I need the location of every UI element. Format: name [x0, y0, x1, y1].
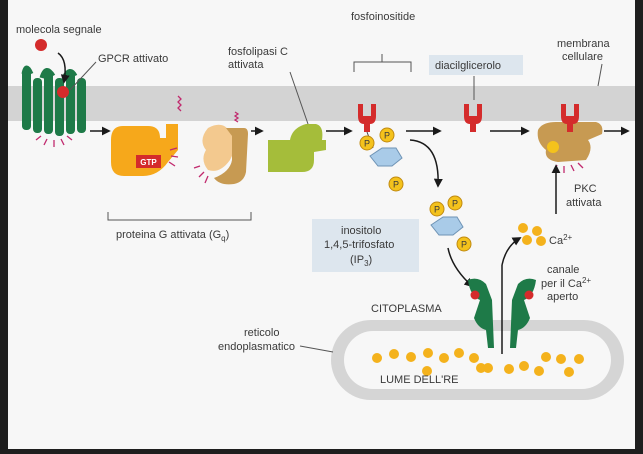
- dag-label-box: [429, 55, 523, 75]
- dag-lipid: [464, 104, 482, 132]
- phosphate-label-3: P: [393, 180, 399, 190]
- label-g-protein: proteina G attivata (Gq): [116, 229, 229, 243]
- arrow-ip3-release: [409, 139, 443, 188]
- phosphate-label-2: P: [384, 131, 390, 141]
- label-er-line1: reticolo: [244, 327, 279, 339]
- phospholipase-c: [268, 124, 326, 172]
- label-plc-line1: fosfolipasi C: [228, 46, 288, 58]
- bracket-g-protein: [107, 212, 252, 221]
- g-protein-activity-rays: [168, 147, 209, 184]
- cytosolic-calcium-ions: [518, 223, 546, 246]
- label-cytoplasm: CITOPLASMA: [371, 303, 442, 315]
- label-membrane-line2: cellulare: [562, 51, 603, 63]
- label-plc-line2: attivata: [228, 59, 264, 71]
- leader-er: [299, 345, 334, 353]
- leader-membrane: [597, 63, 603, 87]
- g-protein-beta-gamma: [202, 111, 248, 185]
- phosphate-label-6: P: [461, 240, 467, 250]
- label-phosphoinositides: fosfoinositide: [351, 11, 415, 23]
- label-gpcr-active: GPCR attivato: [98, 53, 168, 65]
- bracket-phosphoinositides: [353, 54, 412, 72]
- phosphate-label-5: P: [452, 199, 458, 209]
- gtp-badge: [136, 155, 161, 168]
- label-signal-molecule: molecola segnale: [16, 24, 102, 36]
- arrow-signal-binding: [57, 52, 70, 84]
- phosphate-label-1: P: [364, 139, 370, 149]
- label-channel-line3: aperto: [547, 291, 578, 303]
- label-channel-line2: per il Ca2+: [541, 276, 591, 290]
- ip3-label-box: [312, 219, 419, 272]
- label-dag: diacilglicerolo: [435, 60, 501, 72]
- phosphate-label-4: P: [434, 205, 440, 215]
- er-calcium-ions: [372, 348, 584, 377]
- label-er-line2: endoplasmatico: [218, 341, 295, 353]
- signal-molecule-bound: [57, 86, 69, 98]
- cell-membrane: [8, 86, 635, 121]
- pkc-enzyme: [537, 104, 603, 162]
- label-er-lumen: LUME DELL'RE: [380, 374, 459, 386]
- gpcr-activity-rays: [35, 135, 73, 147]
- leader-gpcr: [69, 61, 97, 91]
- label-calcium: Ca2+: [549, 233, 573, 247]
- pip2-inositol-head: P P P: [359, 127, 404, 192]
- ip3-molecule: P P P: [429, 195, 472, 252]
- gtp-label: GTP: [140, 158, 157, 167]
- label-ip3-line3: (IP3): [350, 254, 372, 268]
- signal-molecule-free: [35, 39, 47, 51]
- label-ip3-line2: 1,4,5-trifosfato: [324, 239, 394, 251]
- label-pkc-line2: attivata: [566, 197, 602, 209]
- label-membrane-line1: membrana: [557, 38, 610, 50]
- pip2-lipid-anchor: [358, 104, 376, 132]
- label-ip3-line1: inositolo: [341, 225, 381, 237]
- label-channel-line1: canale: [547, 264, 579, 276]
- leader-plc: [289, 71, 309, 125]
- label-pkc-line1: PKC: [574, 183, 597, 195]
- ip3-dag-pathway-diagram: molecola segnale GPCR attivato GTP prote…: [8, 11, 635, 400]
- arrow-ca-release: [501, 237, 522, 266]
- g-protein-alpha: GTP: [111, 95, 182, 176]
- pkc-activity-rays: [553, 162, 584, 173]
- ca-channel: [468, 278, 536, 348]
- diagram-canvas: molecola segnale GPCR attivato GTP prote…: [8, 0, 635, 449]
